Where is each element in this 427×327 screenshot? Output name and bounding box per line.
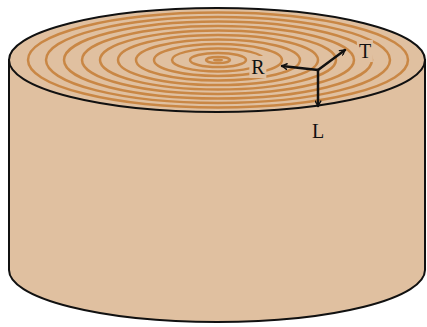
axis-label: T (357, 40, 373, 62)
pith (213, 59, 223, 62)
tangential-arrow (318, 50, 345, 70)
radial-arrow (282, 66, 318, 70)
axis-arrows (282, 50, 345, 106)
log-top (9, 8, 425, 112)
growth-rings (28, 13, 408, 108)
axis-label: R (249, 56, 266, 78)
longitudinal-arrow (317, 70, 320, 106)
axis-label: L (310, 120, 326, 142)
